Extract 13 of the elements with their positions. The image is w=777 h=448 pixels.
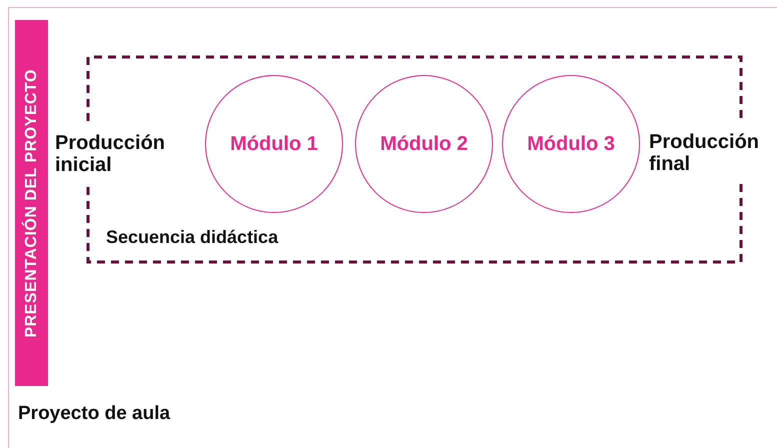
stage-label: Producción final [649, 131, 760, 175]
module-name: Módulo 1 [230, 132, 318, 156]
frame [8, 7, 777, 448]
module-circle [502, 75, 640, 213]
stage-label: Producción inicial [55, 132, 166, 176]
band-title: PRESENTACIÓN DEL PROYECTO [22, 68, 40, 338]
module-name: Módulo 2 [380, 132, 468, 156]
module-circle [355, 75, 493, 213]
frame-title: Proyecto de aula [18, 403, 170, 425]
group-title: Secuencia didáctica [106, 227, 278, 248]
module-circle [205, 75, 343, 213]
module-name: Módulo 3 [527, 132, 615, 156]
vertical-band [15, 20, 48, 386]
